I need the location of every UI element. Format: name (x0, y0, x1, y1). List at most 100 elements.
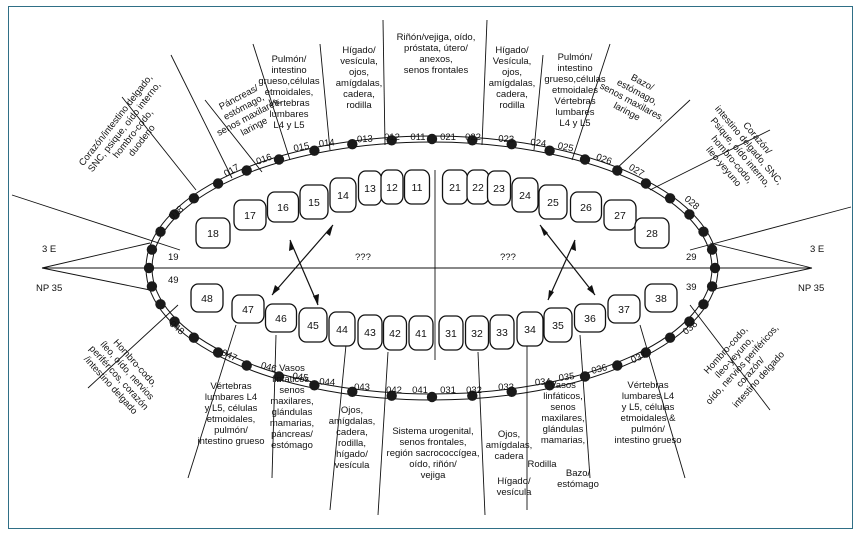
acupoint-bead (698, 299, 709, 310)
acupoint-bead (664, 193, 676, 204)
organ-label-line: páncreas/ (271, 429, 313, 440)
point-code-033: 033 (498, 382, 514, 393)
organ-label-line: estómago (557, 479, 599, 490)
point-code-038: 038 (681, 319, 700, 338)
acupoint-bead (640, 178, 652, 189)
organ-label-line: Vértebras (554, 96, 595, 107)
organ-label-line: Vasos (279, 363, 305, 374)
acupoint-bead (188, 332, 200, 343)
organ-label-line: Riñón/vejiga, oído, (397, 32, 476, 43)
organ-label-line: Hígado/ (497, 476, 531, 487)
tooth-41: 41 (408, 315, 434, 351)
tooth-number: 24 (519, 190, 531, 202)
organ-label-line: amígdalas, (329, 416, 375, 427)
side-label-np35-left: NP 35 (36, 283, 62, 294)
tooth-outline (357, 314, 383, 350)
tooth-outline (195, 217, 231, 249)
tooth-26: 26 (569, 191, 603, 223)
organ-label-line: mamarias, (270, 418, 314, 429)
tooth-42: 42 (382, 315, 408, 351)
tooth-number: 42 (389, 328, 401, 340)
point-code-025: 025 (557, 141, 575, 155)
tooth-outline (464, 315, 490, 351)
tooth-number: 22 (472, 182, 484, 194)
tooth-11: 11 (403, 169, 431, 205)
organ-label-line: vesícula (335, 460, 371, 471)
point-code-022: 022 (465, 132, 481, 143)
acupoint-bead (241, 360, 252, 371)
organ-label-line: etmoidales & (621, 413, 677, 424)
tooth-number: 23 (493, 183, 505, 195)
acupoint-bead (579, 154, 591, 165)
tooth-45: 45 (298, 307, 328, 343)
tooth-33: 33 (489, 314, 515, 350)
point-code-027: 027 (627, 162, 646, 179)
organ-label-line: Sistema urogenital, (392, 426, 473, 437)
tooth-17: 17 (233, 199, 267, 231)
tooth-number: 27 (614, 210, 626, 222)
organ-label-line: vesícula (497, 487, 533, 498)
tooth-21: 21 (441, 169, 469, 205)
point-code-024: 024 (530, 137, 547, 150)
center-mark-right: ??? (500, 252, 516, 263)
organ-label-line: linfáticos, (543, 391, 583, 402)
organ-label-line: senos (279, 385, 305, 396)
tooth-44: 44 (328, 311, 356, 347)
tooth-outline (190, 283, 224, 313)
organ-label-line: próstata, útero/ (404, 43, 468, 54)
organ-label-line: cadera (494, 451, 524, 462)
acupoint-bead (155, 299, 166, 310)
point-code-011: 011 (410, 132, 425, 143)
organ-label-line: etmoidales, (207, 414, 256, 425)
tooth-18: 18 (195, 217, 231, 249)
acupoint-bead (309, 380, 320, 391)
tooth-outline (634, 217, 670, 249)
tooth-number: 45 (307, 320, 319, 332)
organ-label-u1: Corazón/intestino delgado,SNC, psique, o… (77, 73, 163, 175)
acupoint-bead (506, 139, 517, 150)
organ-label-line: senos frontales, (399, 437, 466, 448)
point-code-043: 043 (354, 382, 370, 393)
organ-label-line: y L5, células (622, 402, 675, 413)
acupoint-bead (146, 281, 158, 292)
tooth-outline (408, 315, 434, 351)
acupoint-bead (386, 390, 397, 401)
point-code-39: 39 (686, 282, 697, 293)
point-code-028: 028 (682, 194, 701, 213)
tooth-46: 46 (264, 303, 298, 333)
tooth-outline (329, 177, 357, 213)
acupoint-bead (212, 178, 224, 189)
organ-label-l7b: Bazo/estómago (557, 468, 599, 490)
organ-label-line: glándulas (543, 424, 584, 435)
acupoint-bead (709, 262, 721, 274)
arrow-heads (272, 225, 595, 305)
tooth-number: 25 (547, 197, 559, 209)
point-code-014: 014 (318, 137, 335, 150)
point-code-036: 036 (590, 362, 608, 377)
point-code-016: 016 (255, 152, 274, 168)
tooth-number: 36 (584, 313, 596, 325)
organ-label-line: pulmón/ (631, 424, 665, 435)
tooth-25: 25 (538, 184, 568, 220)
point-code-047: 047 (220, 347, 239, 364)
tooth-outline (403, 169, 431, 205)
organ-label-line: oído, riñón/ (409, 459, 457, 470)
tooth-number: 34 (524, 324, 536, 336)
organ-label-u8: Bazo/estómago,senos maxilares,laringe (598, 72, 666, 124)
organ-label-line: intestino (271, 65, 306, 76)
organ-label-line: anexos, (419, 54, 452, 65)
acupoint-bead (612, 165, 623, 176)
organ-label-l5: Sistema urogenital,senos frontales,regió… (387, 426, 480, 481)
organ-label-line: región sacrococcígea, (387, 448, 480, 459)
tooth-number: 14 (337, 190, 349, 202)
point-code-015: 015 (293, 141, 311, 155)
tooth-16: 16 (266, 191, 300, 223)
organ-label-line: amígdalas, (489, 78, 535, 89)
acupoint-bead (664, 332, 676, 343)
tooth-47: 47 (231, 294, 265, 324)
tooth-12: 12 (380, 169, 404, 205)
tooth-outline (603, 199, 637, 231)
point-code-046: 046 (260, 360, 278, 375)
acupoint-bead (146, 244, 158, 255)
